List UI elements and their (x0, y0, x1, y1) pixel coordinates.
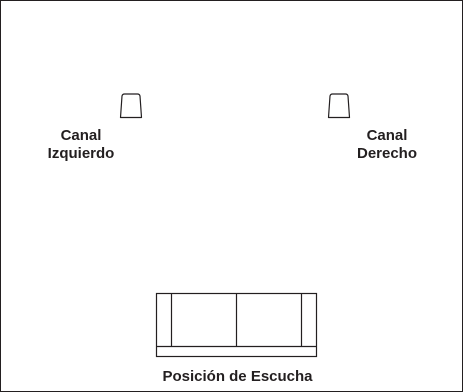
right-channel-label: Canal Derecho (356, 127, 418, 162)
sofa-icon (155, 292, 318, 358)
left-channel-label: Canal Izquierdo (47, 127, 115, 162)
left-speaker-icon (119, 93, 143, 119)
listening-position-label: Posición de Escucha (162, 368, 313, 385)
right-speaker-icon (327, 93, 351, 119)
